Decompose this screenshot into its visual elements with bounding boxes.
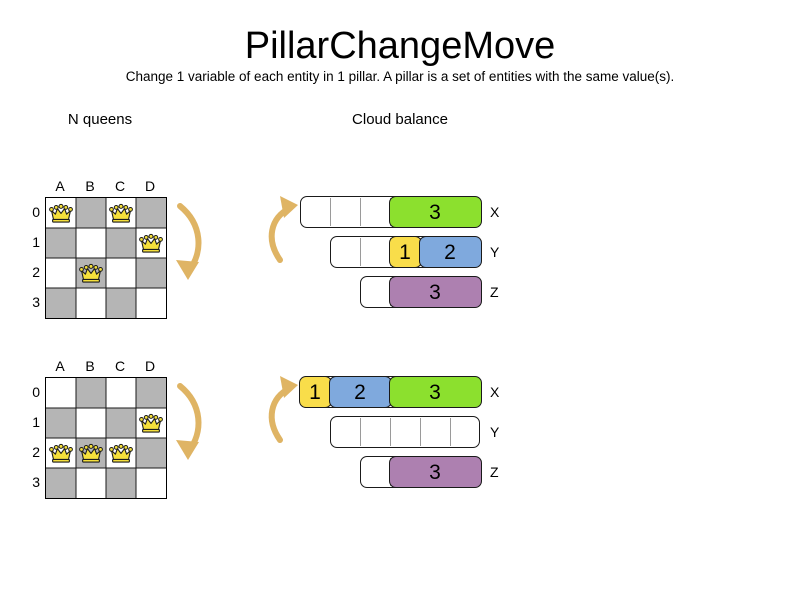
cloud-process-value: 3 bbox=[429, 460, 441, 484]
cloud-process-block-3[interactable]: 3 bbox=[388, 456, 482, 488]
board-square-B3[interactable] bbox=[76, 288, 106, 318]
section-heading-cloud: Cloud balance bbox=[352, 111, 448, 128]
cloud-process-value: 3 bbox=[429, 200, 441, 224]
board-square-C3[interactable] bbox=[106, 288, 136, 318]
queen-piece-b2[interactable] bbox=[76, 258, 106, 288]
board-square-B0[interactable] bbox=[76, 378, 106, 408]
cloud-computer-label-x: X bbox=[490, 204, 500, 220]
board-file-label-a: A bbox=[55, 358, 65, 374]
board-square-C2[interactable] bbox=[106, 258, 136, 288]
section-heading-nqueens: N queens bbox=[67, 111, 133, 128]
board-square-A2[interactable] bbox=[46, 258, 76, 288]
queen-piece-a0[interactable] bbox=[46, 198, 76, 228]
queen-piece-d1[interactable] bbox=[136, 228, 166, 258]
board-rank-label-1: 1 bbox=[32, 234, 40, 250]
cloud-process-block-3[interactable]: 3 bbox=[388, 376, 482, 408]
board-rank-label-2: 2 bbox=[32, 444, 40, 460]
cloud-process-block-1[interactable]: 1 bbox=[298, 376, 332, 408]
nqueens-board-after: A B C D 0 1 2 3 bbox=[20, 358, 200, 508]
cloud-cell-separator bbox=[389, 418, 391, 446]
cloud-capacity-bar[interactable] bbox=[330, 416, 480, 448]
cloud-process-value: 1 bbox=[309, 380, 321, 404]
curved-arrow-up-icon bbox=[264, 376, 310, 448]
board-square-D0[interactable] bbox=[136, 198, 166, 228]
cloud-process-value: 3 bbox=[429, 280, 441, 304]
board-rank-label-3: 3 bbox=[32, 474, 40, 490]
board-rank-label-0: 0 bbox=[32, 204, 40, 220]
cloud-row-y: Y bbox=[300, 416, 499, 448]
cloud-process-block-1[interactable]: 1 bbox=[388, 236, 422, 268]
board-square-A3[interactable] bbox=[46, 288, 76, 318]
board-file-label-c: C bbox=[114, 178, 126, 194]
board-file-label-d: D bbox=[144, 358, 156, 374]
cloud-cell-separator bbox=[359, 238, 361, 266]
board-square-D0[interactable] bbox=[136, 378, 166, 408]
board-rank-label-3: 3 bbox=[32, 294, 40, 310]
cloud-cell-separator bbox=[449, 418, 451, 446]
board-rank-label-1: 1 bbox=[32, 414, 40, 430]
cloud-process-value: 2 bbox=[444, 240, 456, 264]
cloud-computer-label-z: Z bbox=[490, 284, 499, 300]
board-square-B1[interactable] bbox=[76, 228, 106, 258]
board-square-A0[interactable] bbox=[46, 378, 76, 408]
queen-piece-c0[interactable] bbox=[106, 198, 136, 228]
board-square-D3[interactable] bbox=[136, 288, 166, 318]
curved-arrow-down-icon bbox=[168, 378, 218, 468]
cloud-row-x: 1 2 3 X bbox=[298, 376, 499, 408]
queen-piece-c2[interactable] bbox=[106, 438, 136, 468]
queen-piece-a2[interactable] bbox=[46, 438, 76, 468]
board-file-label-c: C bbox=[114, 358, 126, 374]
board-square-A1[interactable] bbox=[46, 408, 76, 438]
cloud-cell-separator bbox=[359, 198, 361, 226]
cloud-cell-separator bbox=[359, 418, 361, 446]
cloud-process-value: 3 bbox=[429, 380, 441, 404]
chessboard-grid[interactable] bbox=[45, 377, 167, 499]
cloud-row-y: 1 2 Y bbox=[300, 236, 499, 268]
board-square-C1[interactable] bbox=[106, 408, 136, 438]
page-subtitle: Change 1 variable of each entity in 1 pi… bbox=[125, 69, 675, 84]
board-file-label-b: B bbox=[85, 178, 95, 194]
board-file-label-b: B bbox=[85, 358, 95, 374]
cloud-computer-label-y: Y bbox=[490, 424, 500, 440]
board-rank-label-2: 2 bbox=[32, 264, 40, 280]
board-square-A1[interactable] bbox=[46, 228, 76, 258]
cloud-computer-label-z: Z bbox=[490, 464, 499, 480]
board-square-B3[interactable] bbox=[76, 468, 106, 498]
board-square-D2[interactable] bbox=[136, 438, 166, 468]
board-file-label-d: D bbox=[144, 178, 156, 194]
cloud-computer-label-x: X bbox=[490, 384, 500, 400]
cloud-process-block-3[interactable]: 3 bbox=[388, 196, 482, 228]
cloud-process-value: 1 bbox=[399, 240, 411, 264]
board-square-D3[interactable] bbox=[136, 468, 166, 498]
page-title: PillarChangeMove bbox=[244, 25, 556, 67]
cloud-computer-label-y: Y bbox=[490, 244, 500, 260]
cloud-process-block-2[interactable]: 2 bbox=[328, 376, 392, 408]
curved-arrow-down-icon bbox=[168, 198, 218, 288]
nqueens-board-before: A B C D 0 1 2 3 bbox=[20, 178, 200, 328]
cloud-cell-separator bbox=[419, 418, 421, 446]
board-square-C1[interactable] bbox=[106, 228, 136, 258]
queen-piece-d1[interactable] bbox=[136, 408, 166, 438]
board-file-label-a: A bbox=[55, 178, 65, 194]
board-square-C3[interactable] bbox=[106, 468, 136, 498]
chessboard-grid[interactable] bbox=[45, 197, 167, 319]
board-square-D2[interactable] bbox=[136, 258, 166, 288]
board-rank-label-0: 0 bbox=[32, 384, 40, 400]
board-square-A3[interactable] bbox=[46, 468, 76, 498]
queen-piece-b2[interactable] bbox=[76, 438, 106, 468]
cloud-cell-separator bbox=[329, 198, 331, 226]
board-square-B0[interactable] bbox=[76, 198, 106, 228]
board-square-B1[interactable] bbox=[76, 408, 106, 438]
cloud-process-block-3[interactable]: 3 bbox=[388, 276, 482, 308]
cloud-process-block-2[interactable]: 2 bbox=[418, 236, 482, 268]
curved-arrow-up-icon bbox=[264, 196, 310, 268]
cloud-process-value: 2 bbox=[354, 380, 366, 404]
board-square-C0[interactable] bbox=[106, 378, 136, 408]
